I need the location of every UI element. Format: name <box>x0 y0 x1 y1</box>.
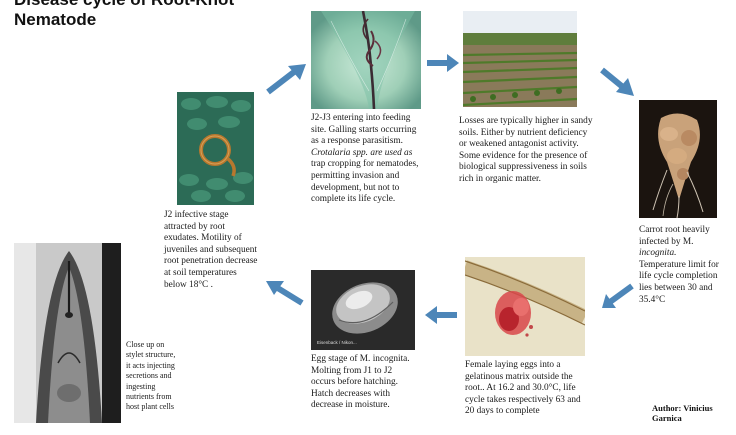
female-eggs-image <box>465 257 585 356</box>
arrow-female-to-egg <box>423 304 459 326</box>
carrot-caption: Carrot root heavily infected by M. incog… <box>639 225 734 306</box>
sandy-field-image <box>463 11 577 107</box>
j2-caption: J2 infective stage attracted by root exu… <box>164 210 304 291</box>
female-caption: Female laying eggs into a gelatinous mat… <box>465 360 635 418</box>
arrow-root-tip-to-field <box>425 52 461 74</box>
title-line-1: Disease cycle of Root-Knot <box>14 0 234 10</box>
field-caption: Losses are typically higher in sandy soi… <box>459 116 639 186</box>
arrow-field-to-carrot <box>598 64 638 98</box>
j2-juvenile-image <box>177 92 254 205</box>
stylet-caption: Close up on stylet structure, it acts in… <box>126 340 206 413</box>
stylet-closeup-image <box>14 243 121 423</box>
diagram-title: Disease cycle of Root-Knot Nematode <box>14 0 234 30</box>
root-tip-caption: J2-J3 entering into feeding site. Gallin… <box>311 113 461 206</box>
infected-carrot-image <box>639 100 717 218</box>
arrow-carrot-to-female <box>596 282 636 310</box>
title-line-2: Nematode <box>14 10 234 30</box>
root-tip-image <box>311 11 421 109</box>
arrow-j2-to-root-tip <box>264 62 310 98</box>
egg-caption: Egg stage of M. incognita. Molting from … <box>311 354 456 412</box>
micrograph-label: Eisenback / Nikon... <box>317 340 357 345</box>
egg-micrograph-image: Eisenback / Nikon... <box>311 270 415 350</box>
author-credit: Author: Vinicius Garnica <box>652 403 713 423</box>
